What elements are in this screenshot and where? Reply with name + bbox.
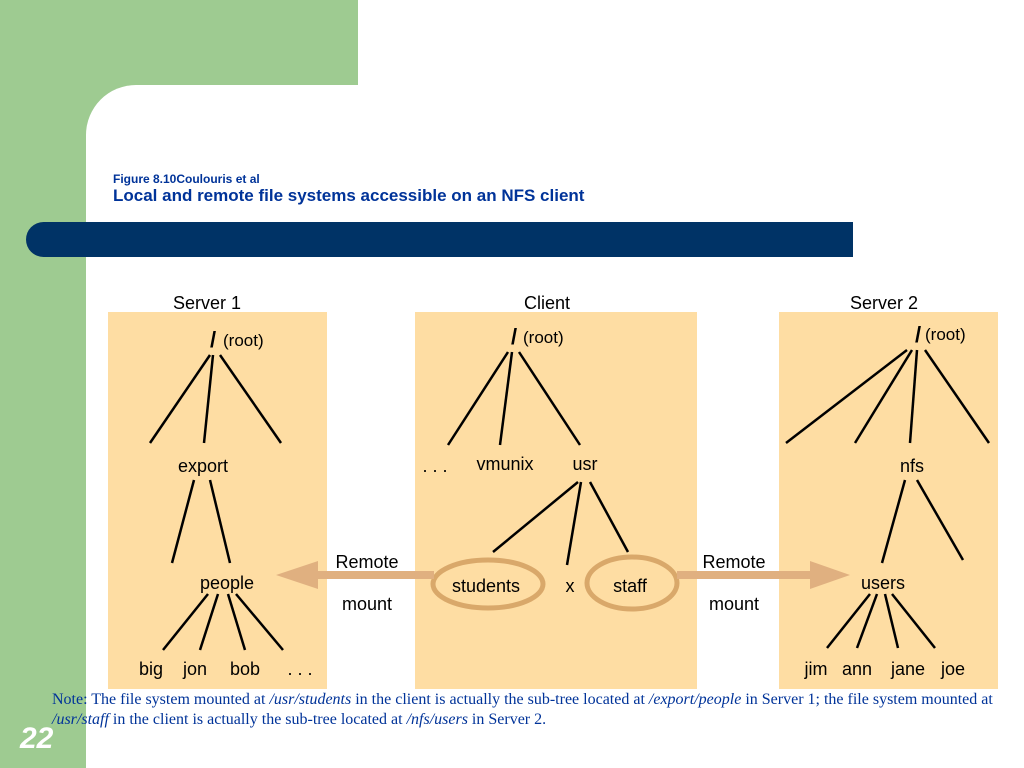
server1-root-note: (root) — [223, 331, 264, 350]
note-text-1: Note: The file system mounted at — [52, 691, 270, 708]
server2-panel — [779, 312, 998, 689]
title-underline-bar — [26, 222, 853, 257]
server2-root-slash: / — [915, 322, 921, 347]
right-mount-arrow — [677, 561, 850, 589]
footnote: Note: The file system mounted at /usr/st… — [52, 690, 1017, 730]
left-mount-label-line2: mount — [342, 594, 392, 614]
server1-branches — [148, 354, 284, 651]
server1-leaf-more: . . . — [287, 659, 312, 679]
left-mount-arrow — [276, 561, 434, 589]
slide-number: 22 — [20, 722, 54, 755]
note-path-nfs-users: /nfs/users — [406, 711, 468, 728]
server1-export: export — [178, 456, 228, 476]
client-root-note: (root) — [523, 328, 564, 347]
server2-users: users — [861, 573, 905, 593]
server2-branches — [785, 349, 991, 649]
server2-leaf-ann: ann — [842, 659, 872, 679]
server1-root-slash: / — [210, 327, 216, 352]
left-mount-label-line1: Remote — [335, 552, 398, 572]
server2-label: Server 2 — [850, 293, 918, 313]
server1-leaf-big: big — [139, 659, 163, 679]
server2-leaf-joe: joe — [940, 659, 965, 679]
figure-caption: Figure 8.10Coulouris et al — [113, 172, 260, 186]
note-text-4: in the client is actually the sub-tree l… — [108, 711, 407, 728]
server2-root-note: (root) — [925, 325, 966, 344]
right-mount-label-line1: Remote — [702, 552, 765, 572]
server1-panel — [108, 312, 327, 689]
note-path-usr-staff: /usr/staff — [52, 711, 109, 728]
slide-title: Local and remote file systems accessible… — [113, 186, 585, 205]
note-text-5: in Server 2. — [467, 711, 547, 728]
client-branches — [446, 351, 630, 566]
staff-highlight-ellipse — [584, 554, 680, 612]
server1-leaf-bob: bob — [230, 659, 260, 679]
client-dots: . . . — [422, 456, 447, 476]
server2-leaf-jane: jane — [890, 659, 925, 679]
server1-label: Server 1 — [173, 293, 241, 313]
note-path-export-people: /export/people — [648, 691, 742, 708]
client-label: Client — [524, 293, 570, 313]
client-usr: usr — [572, 454, 597, 474]
note-text-3: in Server 1; the file system mounted at — [741, 691, 993, 708]
client-vmunix: vmunix — [476, 454, 533, 474]
note-text-2: in the client is actually the sub-tree l… — [351, 691, 649, 708]
client-staff: staff — [613, 576, 648, 596]
server1-leaf-jon: jon — [182, 659, 207, 679]
right-mount-label-line2: mount — [709, 594, 759, 614]
client-students: students — [452, 576, 520, 596]
note-path-usr-students: /usr/students — [269, 691, 352, 708]
server2-nfs: nfs — [900, 456, 924, 476]
students-highlight-ellipse — [430, 557, 546, 611]
server1-people: people — [200, 573, 254, 593]
client-x: x — [566, 576, 575, 596]
server2-leaf-jim: jim — [804, 659, 828, 679]
client-root-slash: / — [511, 324, 517, 349]
